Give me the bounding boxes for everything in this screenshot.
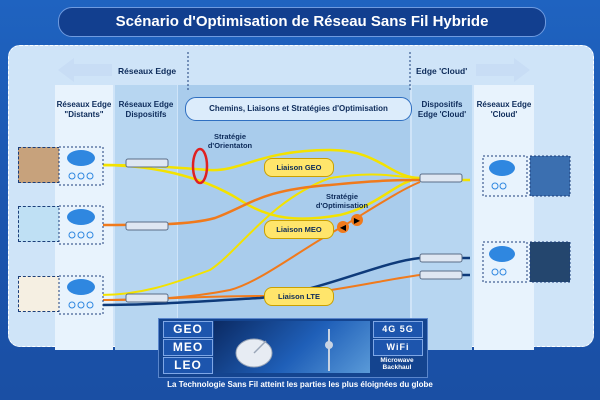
left-edge-arrow: [58, 58, 112, 82]
band-cloud-devices: [412, 85, 472, 350]
tech-meo: MEO: [163, 339, 213, 356]
diagram-title: Scénario d'Optimisation de Réseau Sans F…: [58, 7, 546, 37]
caption: La Technologie Sans Fil atteint les part…: [167, 380, 433, 389]
edge-left-label: Réseaux Edge: [118, 66, 177, 76]
cloud-network-icon: [58, 275, 104, 315]
link-meo: Liaison MEO: [264, 220, 334, 239]
tech-leo: LEO: [163, 357, 213, 374]
router-icon: [125, 293, 169, 303]
col-center-label: Chemins, Liaisons et Stratégies d'Optimi…: [185, 97, 412, 121]
cloud-network-icon: [482, 155, 571, 197]
satellite-dish-icon: [214, 321, 370, 373]
cloud-network-icon: [58, 205, 104, 245]
tech-4g5g: 4G 5G: [373, 321, 423, 338]
col-cloud-devices-label: Dispositifs Edge 'Cloud': [417, 100, 467, 119]
annotation-orientation: Stratégie d'Orientaton: [207, 132, 253, 150]
orientation-marker-icon: [191, 147, 209, 185]
col-remote-edge-label: Réseaux Edge "Distants": [56, 100, 112, 119]
svg-text:◀: ◀: [340, 223, 347, 232]
right-edge-arrow: [476, 58, 530, 82]
tech-geo: GEO: [163, 321, 213, 338]
band-cloud-edge: [474, 85, 534, 350]
router-icon: [125, 158, 169, 168]
col-edge-devices-label: Réseaux Edge Dispositifs: [118, 100, 174, 119]
cloud-network-icon: [58, 146, 104, 186]
link-geo: Liaison GEO: [264, 158, 334, 177]
svg-text:▶: ▶: [354, 216, 361, 225]
router-icon: [419, 173, 463, 183]
edge-right-label: Edge 'Cloud': [416, 66, 468, 76]
router-icon: [419, 253, 463, 263]
col-cloud-edge-label: Réseaux Edge 'Cloud': [476, 100, 532, 119]
annotation-optimisation: Stratégie d'Optimisation: [315, 192, 369, 210]
link-lte: Liaison LTE: [264, 287, 334, 306]
cloud-network-icon: [482, 241, 571, 283]
router-icon: [419, 270, 463, 280]
tech-microwave: Microwave Backhaul: [380, 357, 414, 371]
router-icon: [125, 221, 169, 231]
car-icon: [18, 147, 60, 183]
tech-wifi: WiFi: [373, 339, 423, 356]
